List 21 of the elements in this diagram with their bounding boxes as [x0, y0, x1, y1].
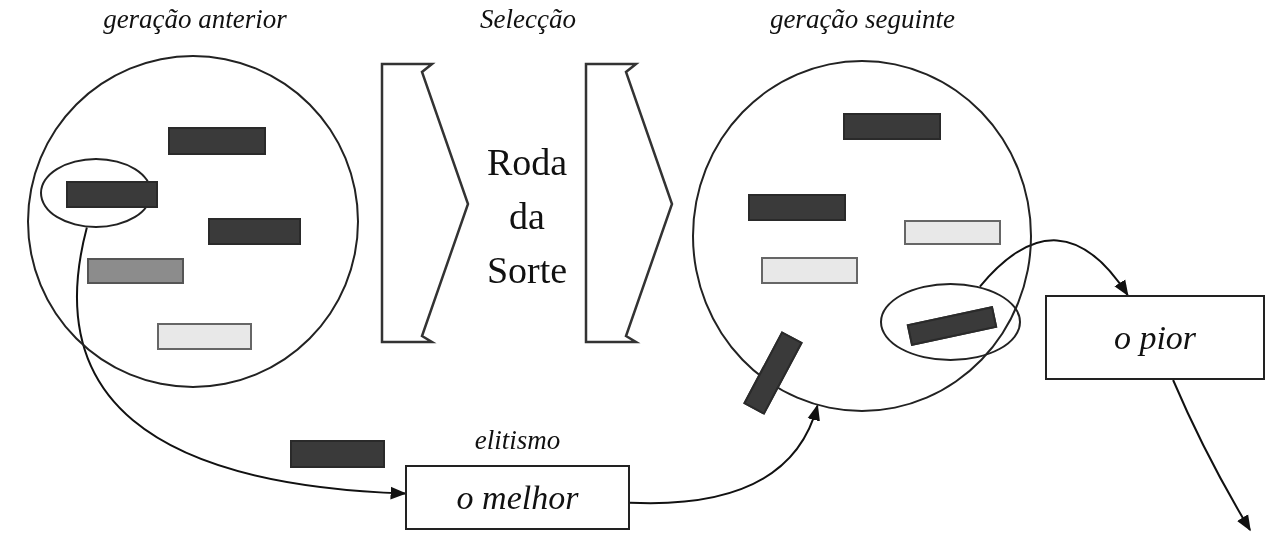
chromosome-bar	[66, 181, 158, 208]
arrow	[76, 226, 407, 499]
chromosome-bar	[157, 323, 252, 350]
chromosome-bar	[290, 440, 385, 468]
label-box: o melhor	[405, 465, 630, 530]
chromosome-bar	[87, 258, 184, 284]
chromosome-bar	[168, 127, 266, 155]
label-box: o pior	[1045, 295, 1265, 380]
chromosome-bar	[904, 220, 1001, 245]
arrow	[629, 404, 819, 505]
chromosome-bar	[748, 194, 846, 221]
arrow	[978, 239, 1129, 297]
group-heading: Selecção	[480, 4, 576, 35]
group-heading: elitismo	[474, 425, 561, 456]
chromosome-bar	[208, 218, 301, 245]
group-heading: geração anterior	[103, 4, 287, 35]
chromosome-bar	[843, 113, 941, 140]
arrow	[1172, 379, 1251, 532]
method-text: Roda da Sorte	[485, 140, 569, 293]
group-heading: geração seguinte	[769, 4, 956, 35]
chromosome-bar	[761, 257, 858, 284]
